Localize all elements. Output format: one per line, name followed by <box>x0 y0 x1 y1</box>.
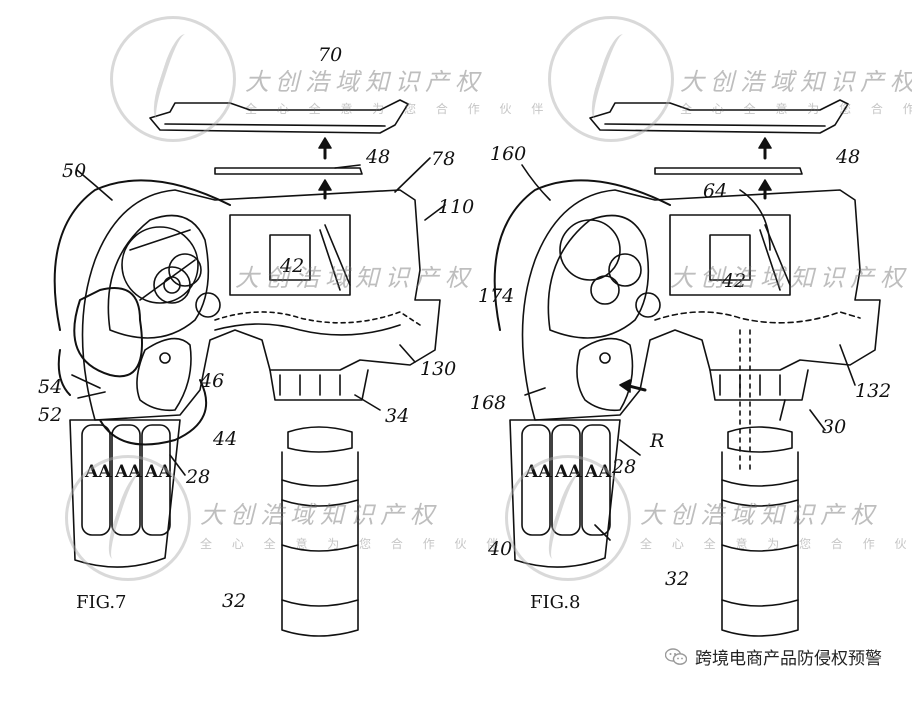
ref-48-b: 48 <box>836 146 861 168</box>
ref-46: 46 <box>200 370 225 392</box>
watermark-seal <box>548 16 674 142</box>
ref-70: 70 <box>318 44 343 66</box>
fig8-drawing <box>493 99 881 637</box>
fig7-drawing <box>53 99 446 637</box>
ref-42: 42 <box>280 255 305 277</box>
fig7-caption: FIG.7 <box>76 592 127 613</box>
watermark-seal <box>65 455 191 581</box>
ref-40: 40 <box>488 538 513 560</box>
watermark-text: 大创浩域知识产权 <box>235 264 475 292</box>
watermark-seal <box>110 16 236 142</box>
watermark-subtext: 全 心 全 意 为 您 合 作 伙 伴 <box>200 537 507 551</box>
ref-34: 34 <box>385 405 410 427</box>
ref-28: 28 <box>186 466 211 488</box>
watermark-subtext: 全 心 全 意 为 您 合 作 伙 伴 <box>640 537 912 551</box>
ref-132: 132 <box>855 380 892 402</box>
wechat-icon <box>664 647 688 666</box>
ref-R: R <box>650 430 665 452</box>
ref-174: 174 <box>478 285 515 307</box>
watermark-subtext: 全 心 全 意 为 您 合 作 伙 伴 <box>680 102 912 116</box>
watermark-text: 大创浩域知识产权 <box>670 264 910 292</box>
ref-48: 48 <box>366 146 391 168</box>
ref-54: 54 <box>38 376 63 398</box>
ref-52: 52 <box>38 404 63 426</box>
ref-44: 44 <box>213 428 238 450</box>
ref-168: 168 <box>470 392 507 414</box>
footer-text: 跨境电商产品防侵权预警 <box>695 649 882 669</box>
ref-32-b: 32 <box>665 568 690 590</box>
footer-brand: 跨境电商产品防侵权预警 <box>664 644 882 669</box>
fig8-caption: FIG.8 <box>530 592 581 613</box>
watermark-text: 大创浩域知识产权 <box>200 501 440 529</box>
ref-32: 32 <box>222 590 247 612</box>
ref-110: 110 <box>438 196 475 218</box>
ref-30: 30 <box>822 416 847 438</box>
watermark-seal <box>505 455 631 581</box>
ref-78: 78 <box>431 148 456 170</box>
ref-64: 64 <box>703 180 728 202</box>
watermark-text: 大创浩域知识产权 <box>245 68 485 96</box>
ref-130: 130 <box>420 358 457 380</box>
watermark-subtext: 全 心 全 意 为 您 合 作 伙 伴 <box>245 102 552 116</box>
ref-28-b: 28 <box>612 456 637 478</box>
watermark-text: 大创浩域知识产权 <box>680 68 912 96</box>
ref-42-b: 42 <box>722 270 747 292</box>
ref-50: 50 <box>62 160 87 182</box>
ref-160: 160 <box>490 143 527 165</box>
watermark-text: 大创浩域知识产权 <box>640 501 880 529</box>
